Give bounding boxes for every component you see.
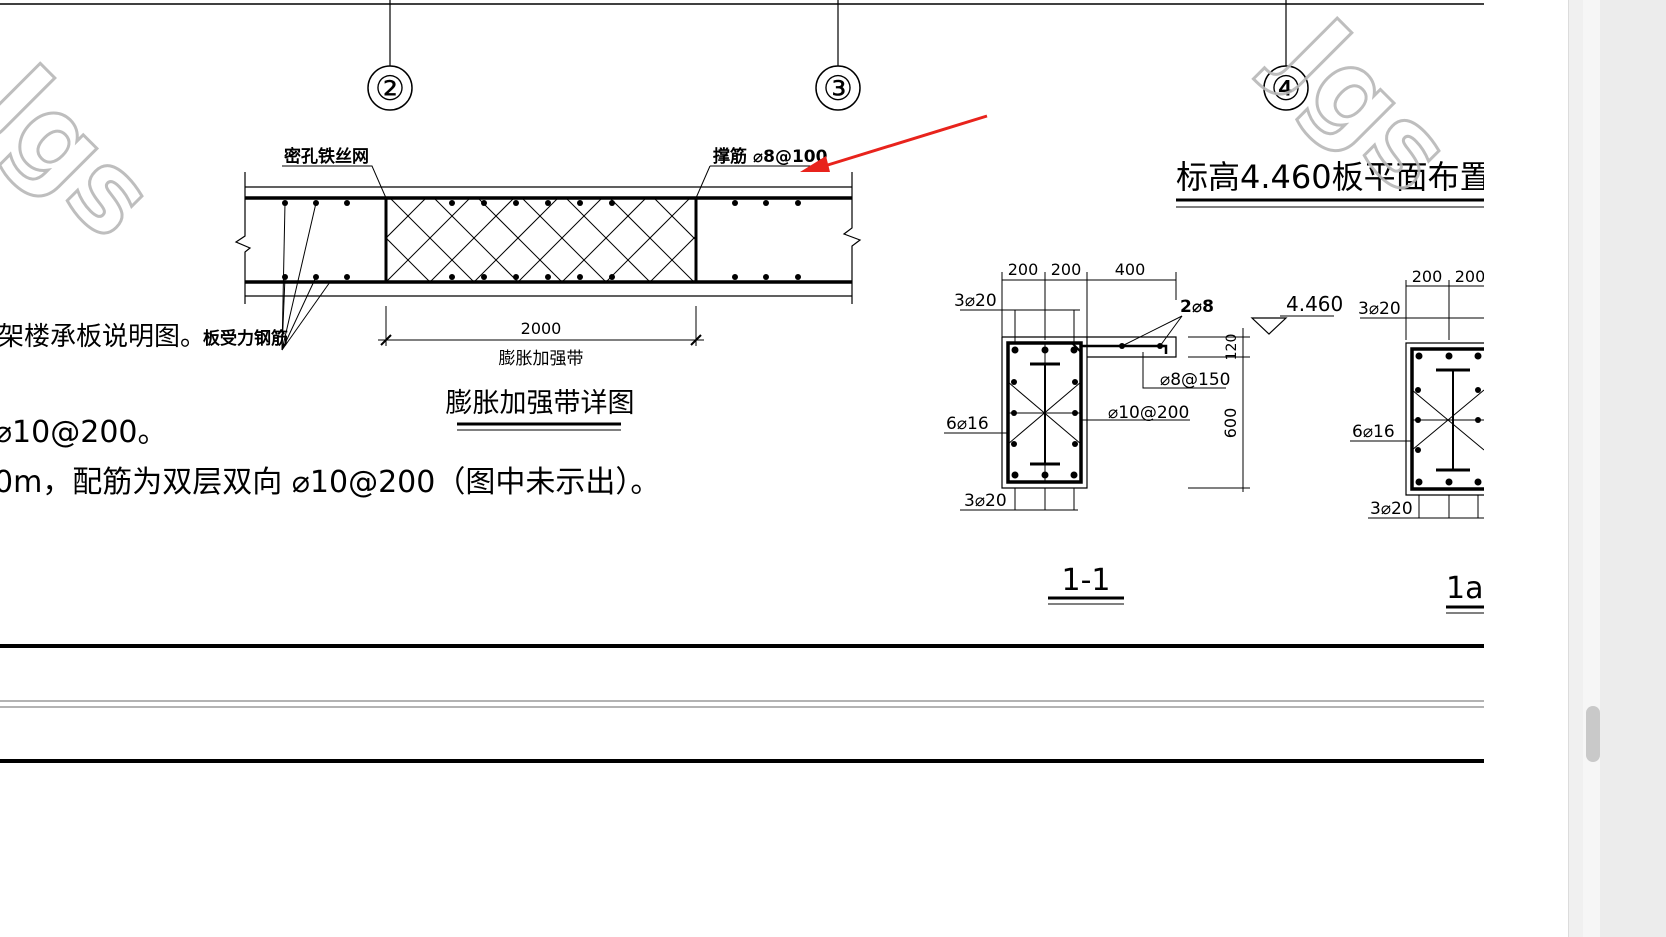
side-panel — [1600, 0, 1666, 937]
sec1-title: 1-1 — [1062, 563, 1111, 598]
cad-drawing-canvas: ② ③ ④ — [0, 0, 1524, 763]
expansion-band-detail: 密孔铁丝网 撑筋 ⌀8@100 板受力钢筋 2000 膨胀加强带 膨胀加强带详图 — [203, 146, 862, 431]
sec1a-bottom-bars: 3⌀20 — [1370, 499, 1413, 519]
band-label: 膨胀加强带 — [499, 349, 584, 369]
sec1-slab-bars: 2⌀8 — [1180, 297, 1214, 317]
watermark-left: Jgs — [0, 34, 181, 263]
note-line-1: 架楼承板说明图。 — [0, 322, 206, 352]
axis-2-label: ② — [375, 69, 405, 109]
sec1a-top-bars: 3⌀20 — [1358, 299, 1401, 319]
sec1-dim-c: 400 — [1115, 260, 1146, 279]
sec1-dim-b: 200 — [1051, 260, 1082, 279]
sec1-side-bars: 6⌀16 — [946, 414, 989, 434]
section-1-1: 200 200 400 — [944, 260, 1343, 605]
axis-4-marker: ④ — [1263, 0, 1309, 111]
section-1a: 200 200 3⌀20 6⌀16 3⌀20 1a- — [1350, 267, 1494, 614]
plan-title: 标高4.460板平面布置图 — [1176, 158, 1524, 196]
support-bar-label: 撑筋 ⌀8@100 — [713, 146, 828, 167]
detail-title: 膨胀加强带详图 — [446, 388, 635, 419]
sec1a-dim-b: 200 — [1455, 267, 1486, 286]
mesh-label: 密孔铁丝网 — [284, 146, 369, 167]
sec1a-side-bars: 6⌀16 — [1352, 422, 1395, 442]
sec1-dim-a: 200 — [1008, 260, 1039, 279]
sec1-bottom-bars: 3⌀20 — [964, 491, 1007, 511]
slab-bar-label: 板受力钢筋 — [203, 328, 288, 349]
axis-3-marker: ③ — [815, 0, 861, 111]
scrollbar-thumb[interactable] — [1586, 706, 1600, 762]
sec1-dim-120: 120 — [1224, 334, 1240, 361]
sec1-stirrup-slab: ⌀8@150 — [1160, 370, 1231, 390]
annotation-arrow — [800, 114, 988, 172]
note-line-3: 0m，配筋为双层双向 ⌀10@200（图中未示出）。 — [0, 465, 660, 500]
note-line-2: ⌀10@200。 — [0, 415, 168, 450]
axis-3-label: ③ — [823, 69, 853, 109]
sec1-elevation: 4.460 — [1286, 292, 1343, 316]
watermark-left-text: Jgs — [0, 36, 179, 262]
sec1-dim-600: 600 — [1221, 408, 1240, 439]
sec1-stirrup-beam: ⌀10@200 — [1108, 403, 1189, 423]
sec1-top-bars: 3⌀20 — [954, 291, 997, 311]
axis-2-marker: ② — [367, 0, 413, 111]
sec1a-dim-a: 200 — [1412, 267, 1443, 286]
band-width-dim: 2000 — [521, 319, 562, 338]
scrollbar-track[interactable] — [1583, 0, 1603, 937]
axis-4-label: ④ — [1271, 69, 1301, 109]
